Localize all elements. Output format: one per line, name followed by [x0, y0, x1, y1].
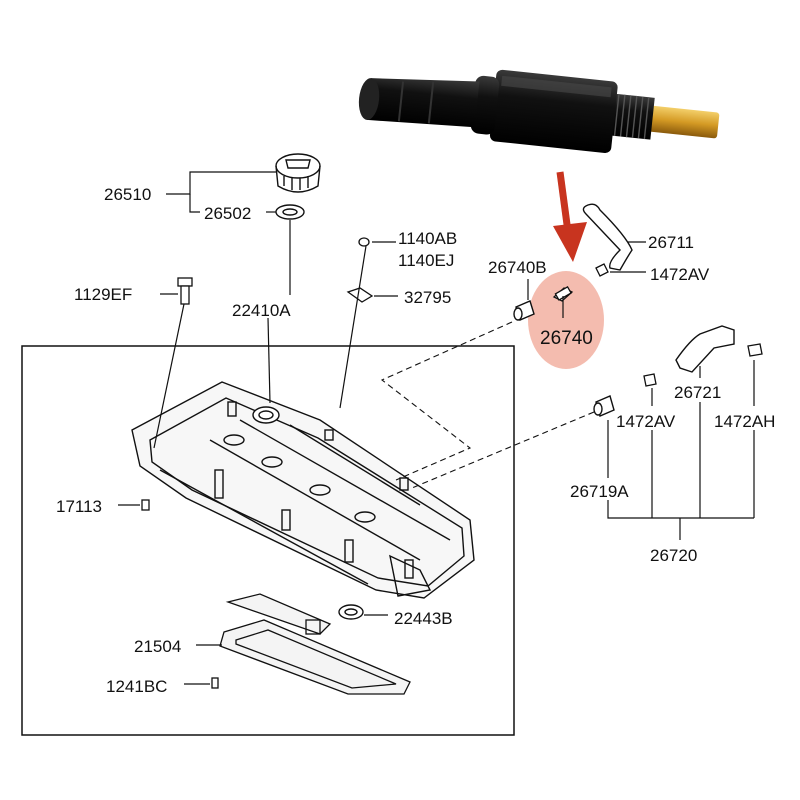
label-22443b: 22443B: [394, 609, 453, 628]
clamp-1472av-top-drawing: [595, 263, 609, 277]
valve-cover-drawing: [131, 381, 475, 599]
leader-lines: [118, 171, 755, 685]
label-26740: 26740: [540, 328, 593, 349]
label-17113: 17113: [56, 497, 102, 516]
pin-17113-drawing: [141, 499, 150, 511]
screw-1140ab-drawing: [358, 237, 370, 247]
clamp-1472ah-drawing: [747, 343, 763, 357]
label-26502: 26502: [204, 204, 251, 223]
label-1472av-top: 1472AV: [650, 265, 710, 284]
label-26720: 26720: [650, 546, 697, 565]
label-26740b: 26740B: [488, 258, 547, 277]
label-1140ej: 1140EJ: [398, 251, 454, 270]
seal-26502-drawing: [275, 204, 305, 220]
clamp-1472av-mid-drawing: [643, 373, 657, 387]
hose-26721-drawing: [675, 325, 735, 373]
bolt-1129ef-drawing: [177, 277, 193, 305]
label-1472ah: 1472AH: [714, 412, 775, 431]
label-1472av-mid: 1472AV: [616, 412, 676, 431]
red-arrow-icon: [553, 171, 587, 262]
label-1129ef: 1129EF: [74, 285, 132, 304]
label-1241bc: 1241BC: [106, 677, 167, 696]
label-26721: 26721: [674, 383, 721, 402]
grommet-26740b-drawing: [513, 300, 535, 321]
label-26711: 26711: [648, 233, 694, 252]
gasket-drawing: [219, 593, 411, 695]
seal-22443b-drawing: [338, 604, 364, 620]
label-26719a: 26719A: [570, 482, 629, 501]
grommet-26719a-drawing: [593, 395, 615, 417]
assembly-frame: [21, 345, 515, 736]
hose-26711-drawing: [582, 203, 633, 271]
dashed-connection-lines: [380, 321, 595, 489]
label-1140ab: 1140AB: [398, 229, 457, 248]
pcv-valve-photo: [358, 69, 720, 153]
oil-cap-drawing: [275, 153, 321, 193]
label-26510: 26510: [104, 185, 151, 204]
bolt-1241bc-drawing: [211, 677, 219, 689]
label-21504: 21504: [134, 637, 181, 656]
part-labels: 26510 26502 1140AB 1140EJ 1129EF 22410A …: [56, 185, 775, 696]
clip-32795-drawing: [346, 287, 374, 303]
pcv-valve-26740-drawing: [552, 286, 574, 302]
label-32795: 32795: [404, 288, 451, 307]
highlight-26740: [528, 271, 604, 369]
label-22410a: 22410A: [232, 301, 291, 320]
